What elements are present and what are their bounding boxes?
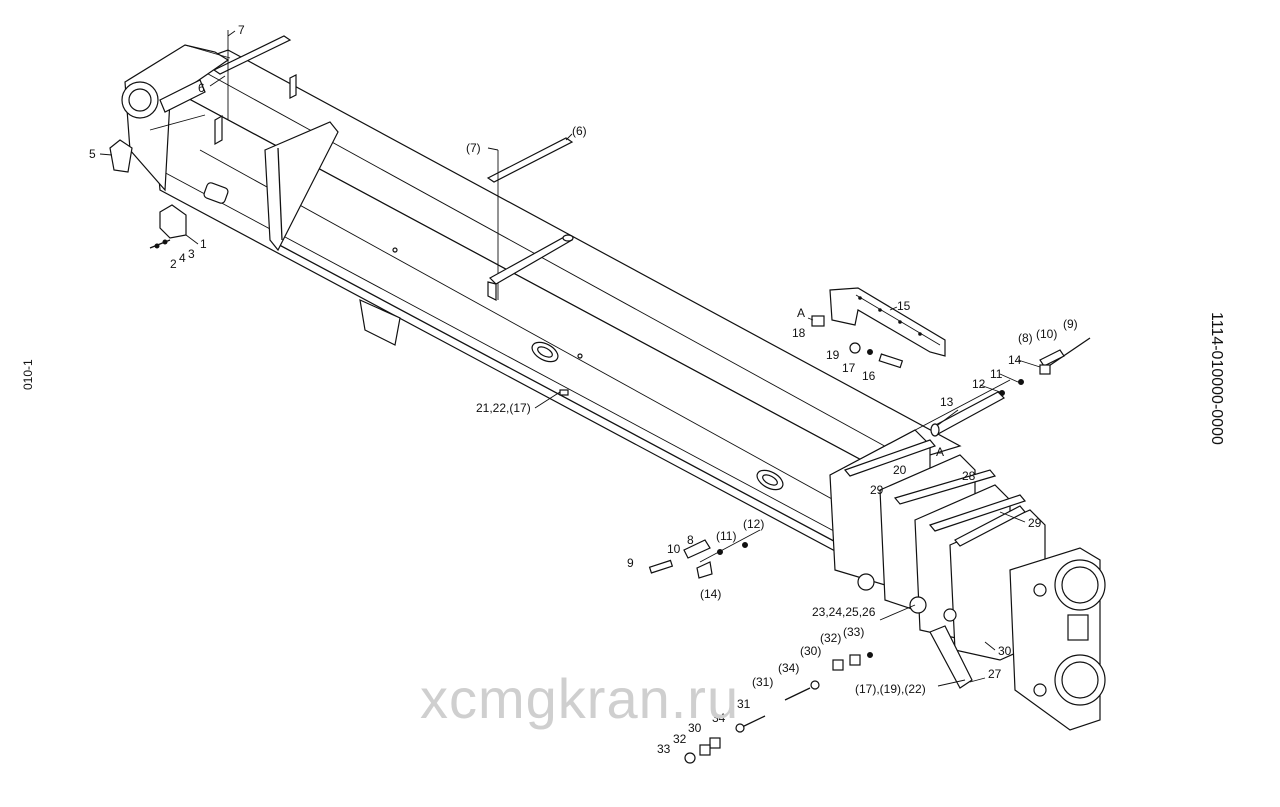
hardware-30-34 bbox=[684, 652, 873, 764]
watermark: xcmgkran.ru bbox=[420, 667, 739, 730]
callout-6-top: 6 bbox=[198, 81, 205, 95]
callout-21-22-17: 21,22,(17) bbox=[476, 401, 531, 415]
guide-27 bbox=[929, 625, 973, 689]
wear-plate-6-top bbox=[212, 30, 297, 146]
callout-13: 13 bbox=[940, 395, 954, 409]
callout-33-paren-a: (33) bbox=[843, 625, 864, 639]
boom-head-section bbox=[829, 379, 1106, 731]
washer-bolt-16-17-19 bbox=[849, 342, 904, 369]
callout-30: 30 bbox=[688, 721, 702, 735]
leader-lines bbox=[99, 30, 1041, 687]
callout-32-paren-a: (32) bbox=[820, 631, 841, 645]
cover-plate-1 bbox=[159, 204, 187, 239]
callout-18: 18 bbox=[792, 326, 806, 340]
callout-10: 10 bbox=[667, 542, 681, 556]
side-code: 010-1 bbox=[21, 359, 35, 390]
callout-10-paren: (10) bbox=[1036, 327, 1057, 341]
callout-32: 32 bbox=[673, 732, 687, 746]
callout-20: 20 bbox=[893, 463, 907, 477]
callout-7-top: 7 bbox=[238, 23, 245, 37]
callout-31-paren: (31) bbox=[752, 675, 773, 689]
callout-A-top: A bbox=[797, 306, 805, 320]
callout-17: 17 bbox=[842, 361, 856, 375]
callout-34-paren: (34) bbox=[778, 661, 799, 675]
callout-30-right: 30 bbox=[998, 644, 1012, 658]
boom-section bbox=[148, 49, 962, 577]
callout-12-right: 12 bbox=[972, 377, 986, 391]
callout-14-paren: (14) bbox=[700, 587, 721, 601]
callout-12-paren: (12) bbox=[743, 517, 764, 531]
callout-14-right: 14 bbox=[1008, 353, 1022, 367]
callout-30-paren: (30) bbox=[800, 644, 821, 658]
wear-plate-6-middle bbox=[486, 137, 574, 301]
cover-5 bbox=[109, 139, 133, 173]
boom-rear-head bbox=[121, 44, 231, 192]
callout-11-right: 11 bbox=[990, 367, 1003, 381]
callout-5: 5 bbox=[89, 147, 96, 161]
callout-8: 8 bbox=[687, 533, 694, 547]
callout-19: 19 bbox=[826, 348, 840, 362]
callout-34: 34 bbox=[712, 711, 726, 725]
callout-1: 1 bbox=[200, 237, 207, 251]
callout-2: 2 bbox=[170, 257, 177, 271]
callout-17-19-22: (17),(19),(22) bbox=[855, 682, 926, 696]
callout-labels: 7 6 5 1 3 4 2 (7) (6) 15 A 18 19 17 16 (… bbox=[89, 23, 1078, 756]
callout-4: 4 bbox=[179, 251, 186, 265]
callout-31: 31 bbox=[737, 697, 751, 711]
bracket-15 bbox=[829, 287, 946, 357]
drawing-number: 1114-010000-0000 bbox=[1208, 312, 1225, 445]
callout-23-26: 23,24,25,26 bbox=[812, 605, 876, 619]
bolt-2-3-4 bbox=[149, 239, 171, 249]
hardware-lower-left bbox=[648, 529, 761, 579]
hardware-upper-right bbox=[930, 337, 1091, 437]
callout-11-paren: (11) bbox=[716, 529, 736, 543]
callout-33: 33 bbox=[657, 742, 671, 756]
callout-29-right: 29 bbox=[1028, 516, 1042, 530]
callout-15: 15 bbox=[897, 299, 911, 313]
callout-8-paren: (8) bbox=[1018, 331, 1033, 345]
callout-3: 3 bbox=[188, 247, 195, 261]
callout-9: 9 bbox=[627, 556, 634, 570]
nut-18 bbox=[811, 315, 825, 327]
callout-9-paren: (9) bbox=[1063, 317, 1078, 331]
callout-6-mid: (6) bbox=[572, 124, 587, 138]
callout-16: 16 bbox=[862, 369, 876, 383]
callout-7-mid: (7) bbox=[466, 141, 481, 155]
callout-27: 27 bbox=[988, 667, 1002, 681]
callout-29-left: 29 bbox=[870, 483, 884, 497]
callout-28: 28 bbox=[962, 469, 976, 483]
callout-A-mid: A bbox=[936, 445, 944, 459]
